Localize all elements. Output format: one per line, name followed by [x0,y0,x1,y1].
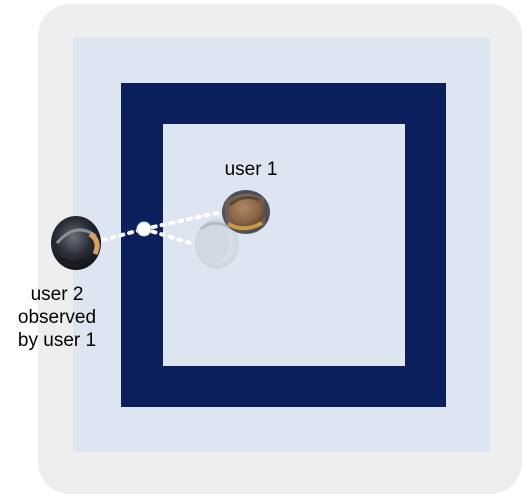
user2-label-line-1: user 2 [30,284,84,305]
observation-point-icon [136,221,152,237]
user2-icon [51,216,101,270]
user2-label-line-3: by user 1 [17,330,97,351]
user2-label: user 2 observed by user 1 [6,283,108,352]
user1-icon [222,190,270,234]
user2-label-line-2: observed [17,307,97,328]
user1-ghost-icon [195,219,239,269]
user1-label: user 1 [224,159,278,180]
